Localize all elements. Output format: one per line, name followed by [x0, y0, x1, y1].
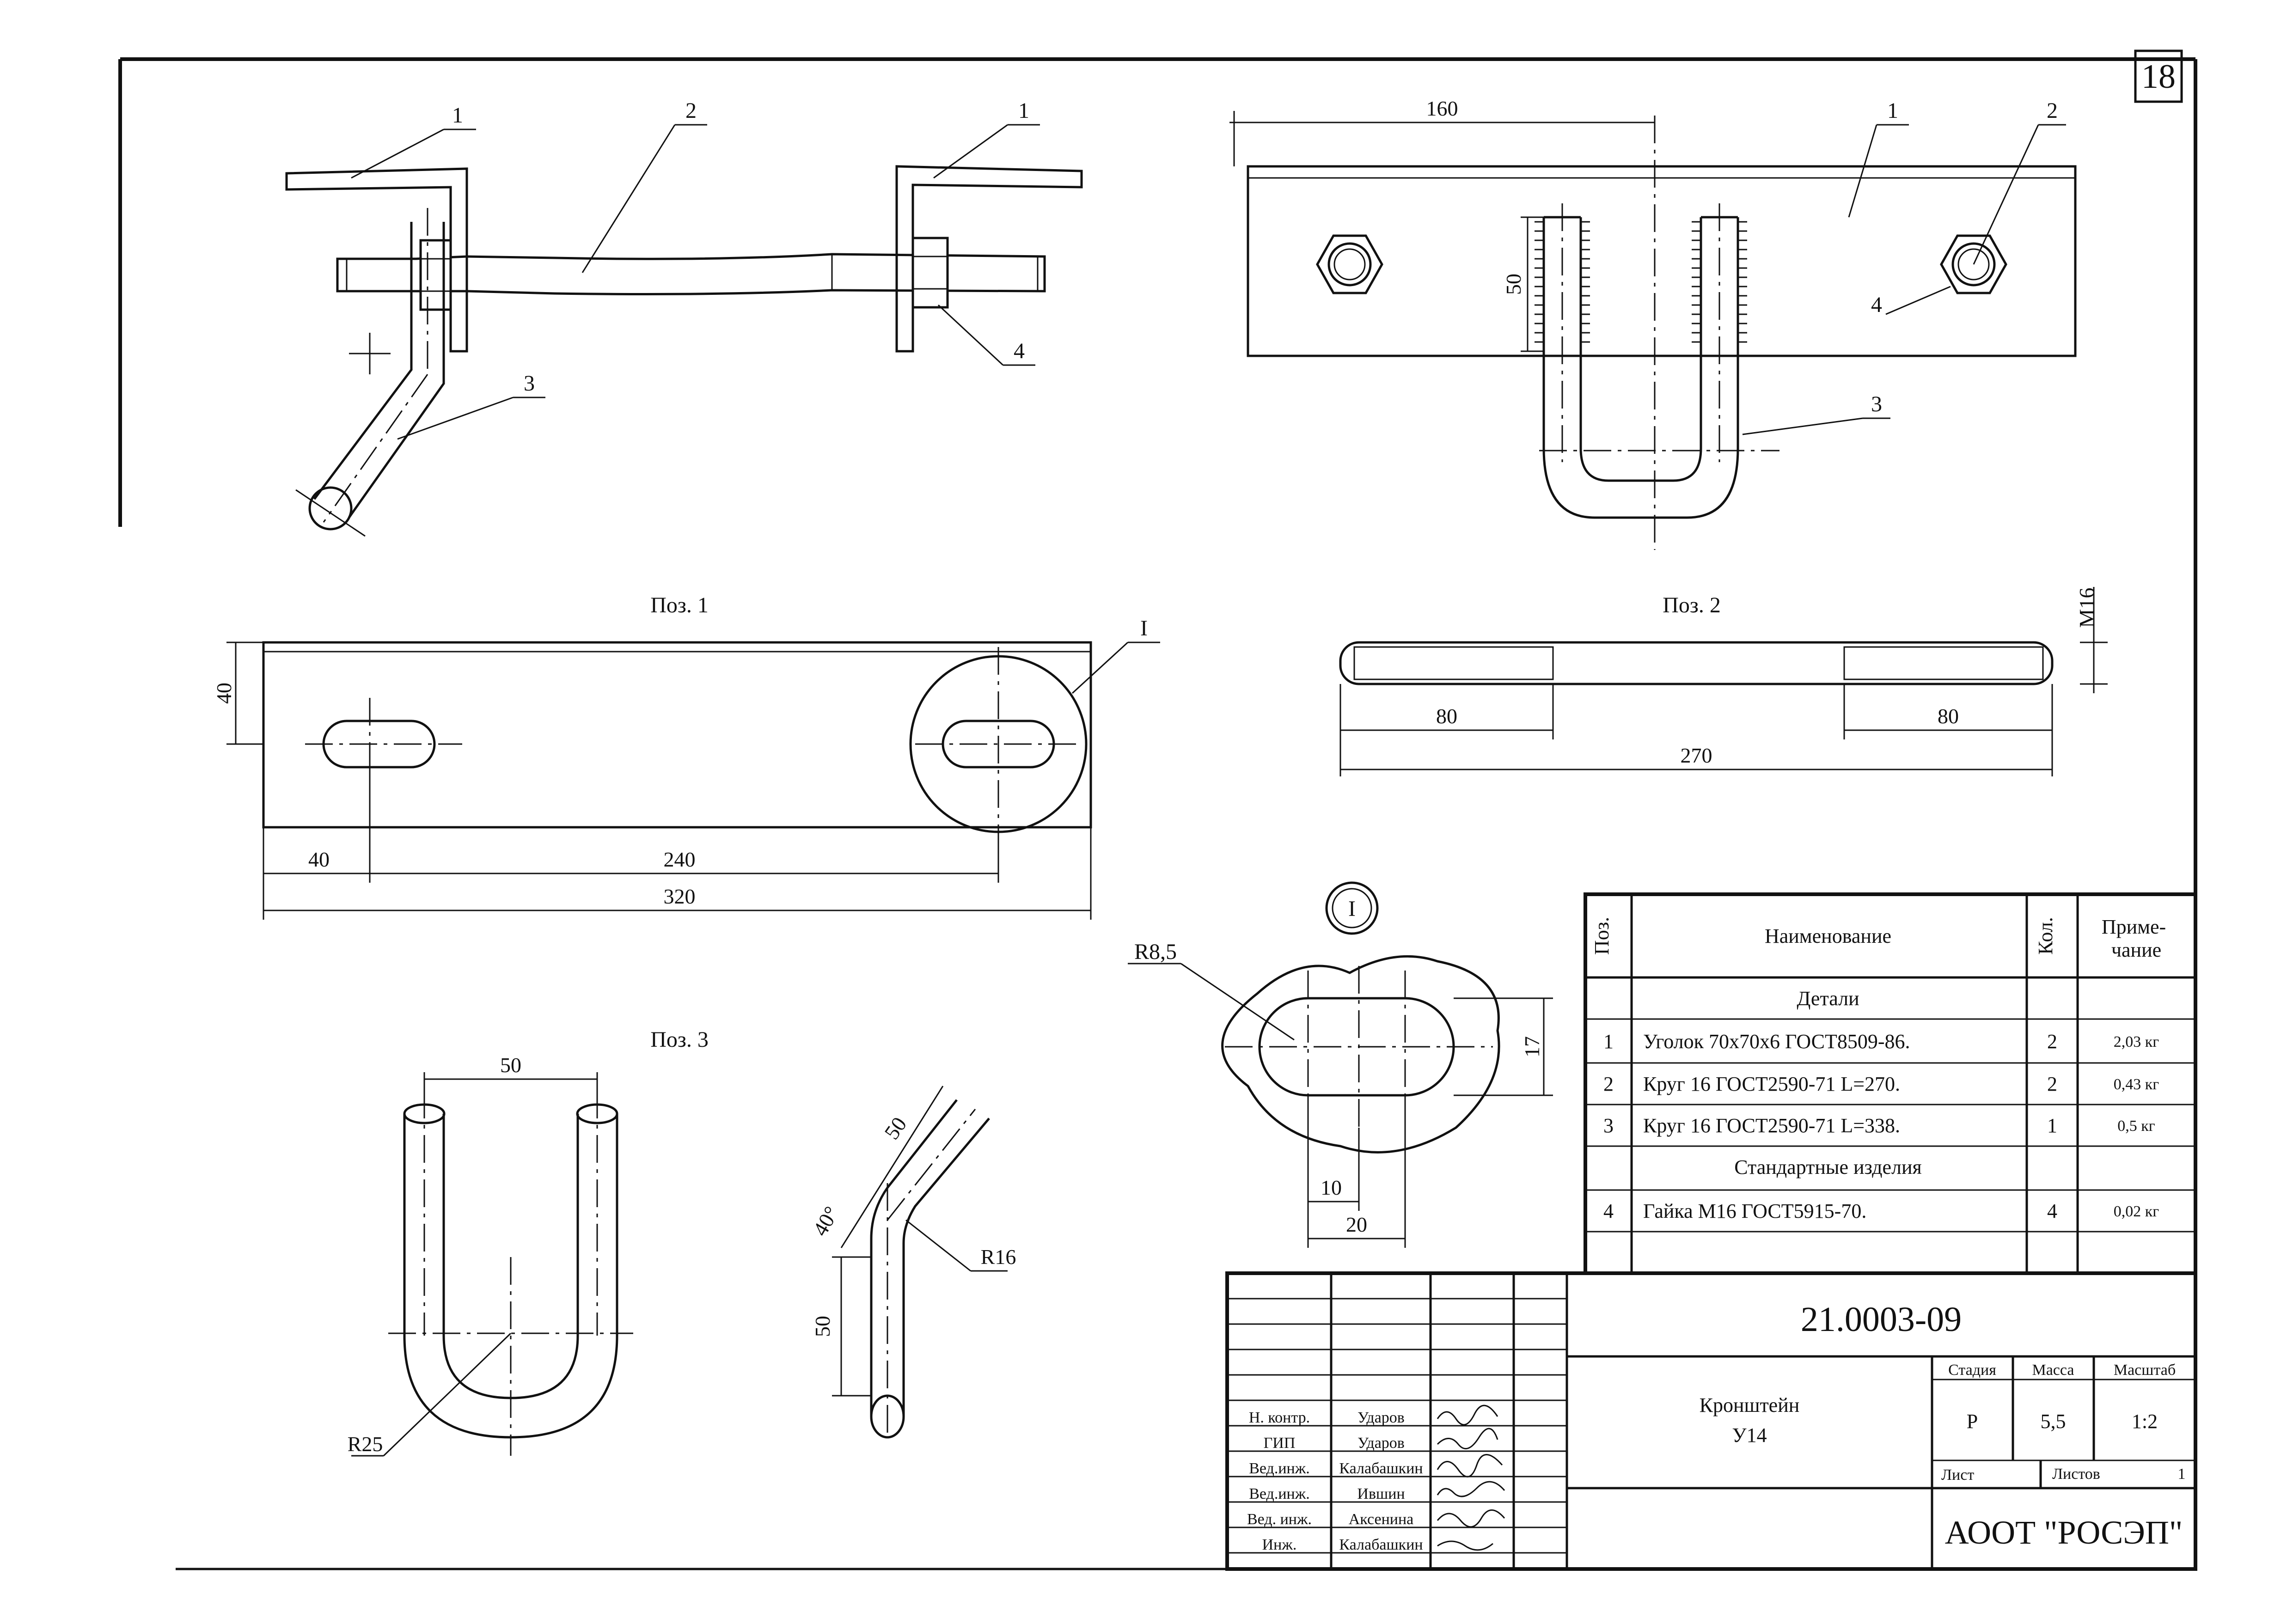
sig-role-4: Вед.инж. [1249, 1485, 1310, 1502]
detail-mark: I [1348, 897, 1356, 921]
sheets-count: 1 [2178, 1465, 2186, 1483]
sig-role-3: Вед.инж. [1249, 1460, 1310, 1477]
callout-1-left: 1 [452, 103, 463, 128]
dim-detail-20: 20 [1346, 1213, 1367, 1236]
dim-r85: R8,5 [1134, 940, 1177, 964]
callout-4-left: 4 [1014, 339, 1025, 363]
scale-label: Масштаб [2114, 1361, 2176, 1379]
spec-row-1-pos: 1 [1603, 1030, 1614, 1053]
sheet-label: Лист [1941, 1466, 1974, 1484]
dim-pos2-270: 270 [1681, 744, 1712, 767]
stage-value: Р [1967, 1410, 1978, 1433]
sig-name-5: Аксенина [1349, 1511, 1414, 1528]
dim-pos2-80b: 80 [1938, 704, 1959, 728]
dim-detail-17: 17 [1520, 1036, 1544, 1057]
doc-number: 21.0003-09 [1801, 1300, 1962, 1339]
dim-pos1-320: 320 [664, 885, 696, 908]
dim-detail-10: 10 [1321, 1176, 1342, 1199]
callout-3-left: 3 [524, 371, 535, 396]
spec-row-3-qty: 1 [2047, 1114, 2057, 1137]
sig-name-6: Калабашкин [1339, 1536, 1423, 1553]
sig-name-3: Калабашкин [1339, 1460, 1423, 1477]
dim-side-50b: 50 [811, 1316, 834, 1337]
spec-row-4-note: 0,02 кг [2114, 1203, 2159, 1220]
scale-value: 1:2 [2132, 1410, 2158, 1433]
pos1-detail-callout: I [1140, 616, 1148, 641]
spec-row-4-name: Гайка М16 ГОСТ5915-70. [1643, 1200, 1866, 1222]
sig-role-6: Инж. [1262, 1536, 1297, 1553]
callout-3-front: 3 [1871, 392, 1882, 416]
spec-row-4-pos: 4 [1603, 1200, 1614, 1222]
spec-row-1-qty: 2 [2047, 1030, 2057, 1053]
dim-50-top: 50 [1502, 274, 1525, 295]
spec-row-3-name: Круг 16 ГОСТ2590-71 L=338. [1643, 1114, 1900, 1137]
dim-side-r16: R16 [981, 1245, 1016, 1269]
dim-160: 160 [1426, 97, 1458, 120]
handwritten-signatures [1437, 1404, 1505, 1551]
item-name-1: Кронштейн [1700, 1394, 1800, 1416]
sig-role-5: Вед. инж. [1247, 1511, 1312, 1528]
spec-row-2-note: 0,43 кг [2114, 1076, 2159, 1093]
dim-m16: M16 [2075, 588, 2098, 628]
mass-value: 5,5 [2041, 1410, 2066, 1433]
callout-2-front: 2 [2047, 98, 2058, 123]
callout-1-front: 1 [1887, 98, 1898, 123]
callout-4-front: 4 [1871, 293, 1882, 317]
detail-I-view: I R8,5 17 10 20 [1128, 881, 1553, 1248]
specification-table: Поз. Наименование Кол. Приме- чание Дета… [1584, 892, 2197, 1275]
spec-row-3-pos: 3 [1603, 1114, 1614, 1137]
sig-name-2: Ударов [1357, 1435, 1405, 1452]
sig-role-1: Н. контр. [1249, 1409, 1310, 1426]
spec-row-1-name: Уголок 70х70х6 ГОСТ8509-86. [1643, 1030, 1910, 1053]
pos3-title: Поз. 3 [650, 1027, 709, 1052]
dim-pos1-40: 40 [308, 848, 330, 871]
spec-row-4-qty: 4 [2047, 1200, 2057, 1222]
spec-header-name: Наименование [1765, 925, 1891, 947]
organization: АООТ "РОСЭП" [1945, 1514, 2183, 1551]
spec-section-standard: Стандартные изделия [1734, 1156, 1922, 1178]
spec-header-note-1: Приме- [2102, 916, 2166, 938]
spec-row-1-note: 2,03 кг [2114, 1033, 2159, 1050]
pos3-view: Поз. 3 50 R25 50 50 40° R16 [348, 1027, 1016, 1457]
dim-pos2-80a: 80 [1436, 704, 1457, 728]
spec-header-note: Приме- чание [2102, 916, 2171, 961]
thread-marks [1535, 221, 1747, 343]
pos1-title: Поз. 1 [650, 593, 709, 617]
sig-role-2: ГИП [1264, 1435, 1296, 1452]
item-name-2: У14 [1732, 1424, 1767, 1447]
spec-header-qty: Кол. [2034, 917, 2057, 955]
callout-2-left: 2 [685, 98, 697, 123]
spec-section-details: Детали [1797, 987, 1859, 1010]
sheets-label: Листов [2052, 1465, 2100, 1483]
sig-name-1: Ударов [1357, 1409, 1405, 1426]
stage-label: Стадия [1948, 1361, 1996, 1379]
dim-side-40deg: 40° [808, 1203, 843, 1240]
dim-side-50a: 50 [880, 1113, 911, 1144]
sig-name-4: Ившин [1357, 1485, 1405, 1502]
dim-pos1-240: 240 [664, 848, 696, 871]
spec-row-2-name: Круг 16 ГОСТ2590-71 L=270. [1643, 1073, 1900, 1095]
spec-header-note-2: чание [2111, 939, 2161, 961]
dim-pos3-50: 50 [500, 1053, 521, 1077]
dim-pos1-40h: 40 [212, 683, 236, 704]
spec-header-pos: Поз. [1590, 917, 1613, 955]
assembly-side-view: 1 2 1 4 3 [285, 98, 1083, 537]
pos2-view: Поз. 2 M16 80 80 270 [1339, 587, 2108, 776]
spec-row-3-note: 0,5 кг [2117, 1117, 2155, 1135]
pos2-title: Поз. 2 [1663, 593, 1721, 617]
sheet-number: 18 [2141, 58, 2176, 96]
pos1-view: Поз. 1 I 40 40 240 320 [212, 593, 1160, 920]
spec-row-2-qty: 2 [2047, 1073, 2057, 1095]
title-block: 21.0003-09 Кронштейн У14 Стадия Масса Ма… [1225, 1271, 2197, 1571]
callout-1-right: 1 [1018, 98, 1029, 123]
assembly-front-view: 160 50 1 2 4 3 [1229, 97, 2077, 550]
spec-row-2-pos: 2 [1603, 1073, 1614, 1095]
mass-label: Масса [2032, 1361, 2074, 1379]
dim-pos3-r25: R25 [348, 1432, 383, 1456]
